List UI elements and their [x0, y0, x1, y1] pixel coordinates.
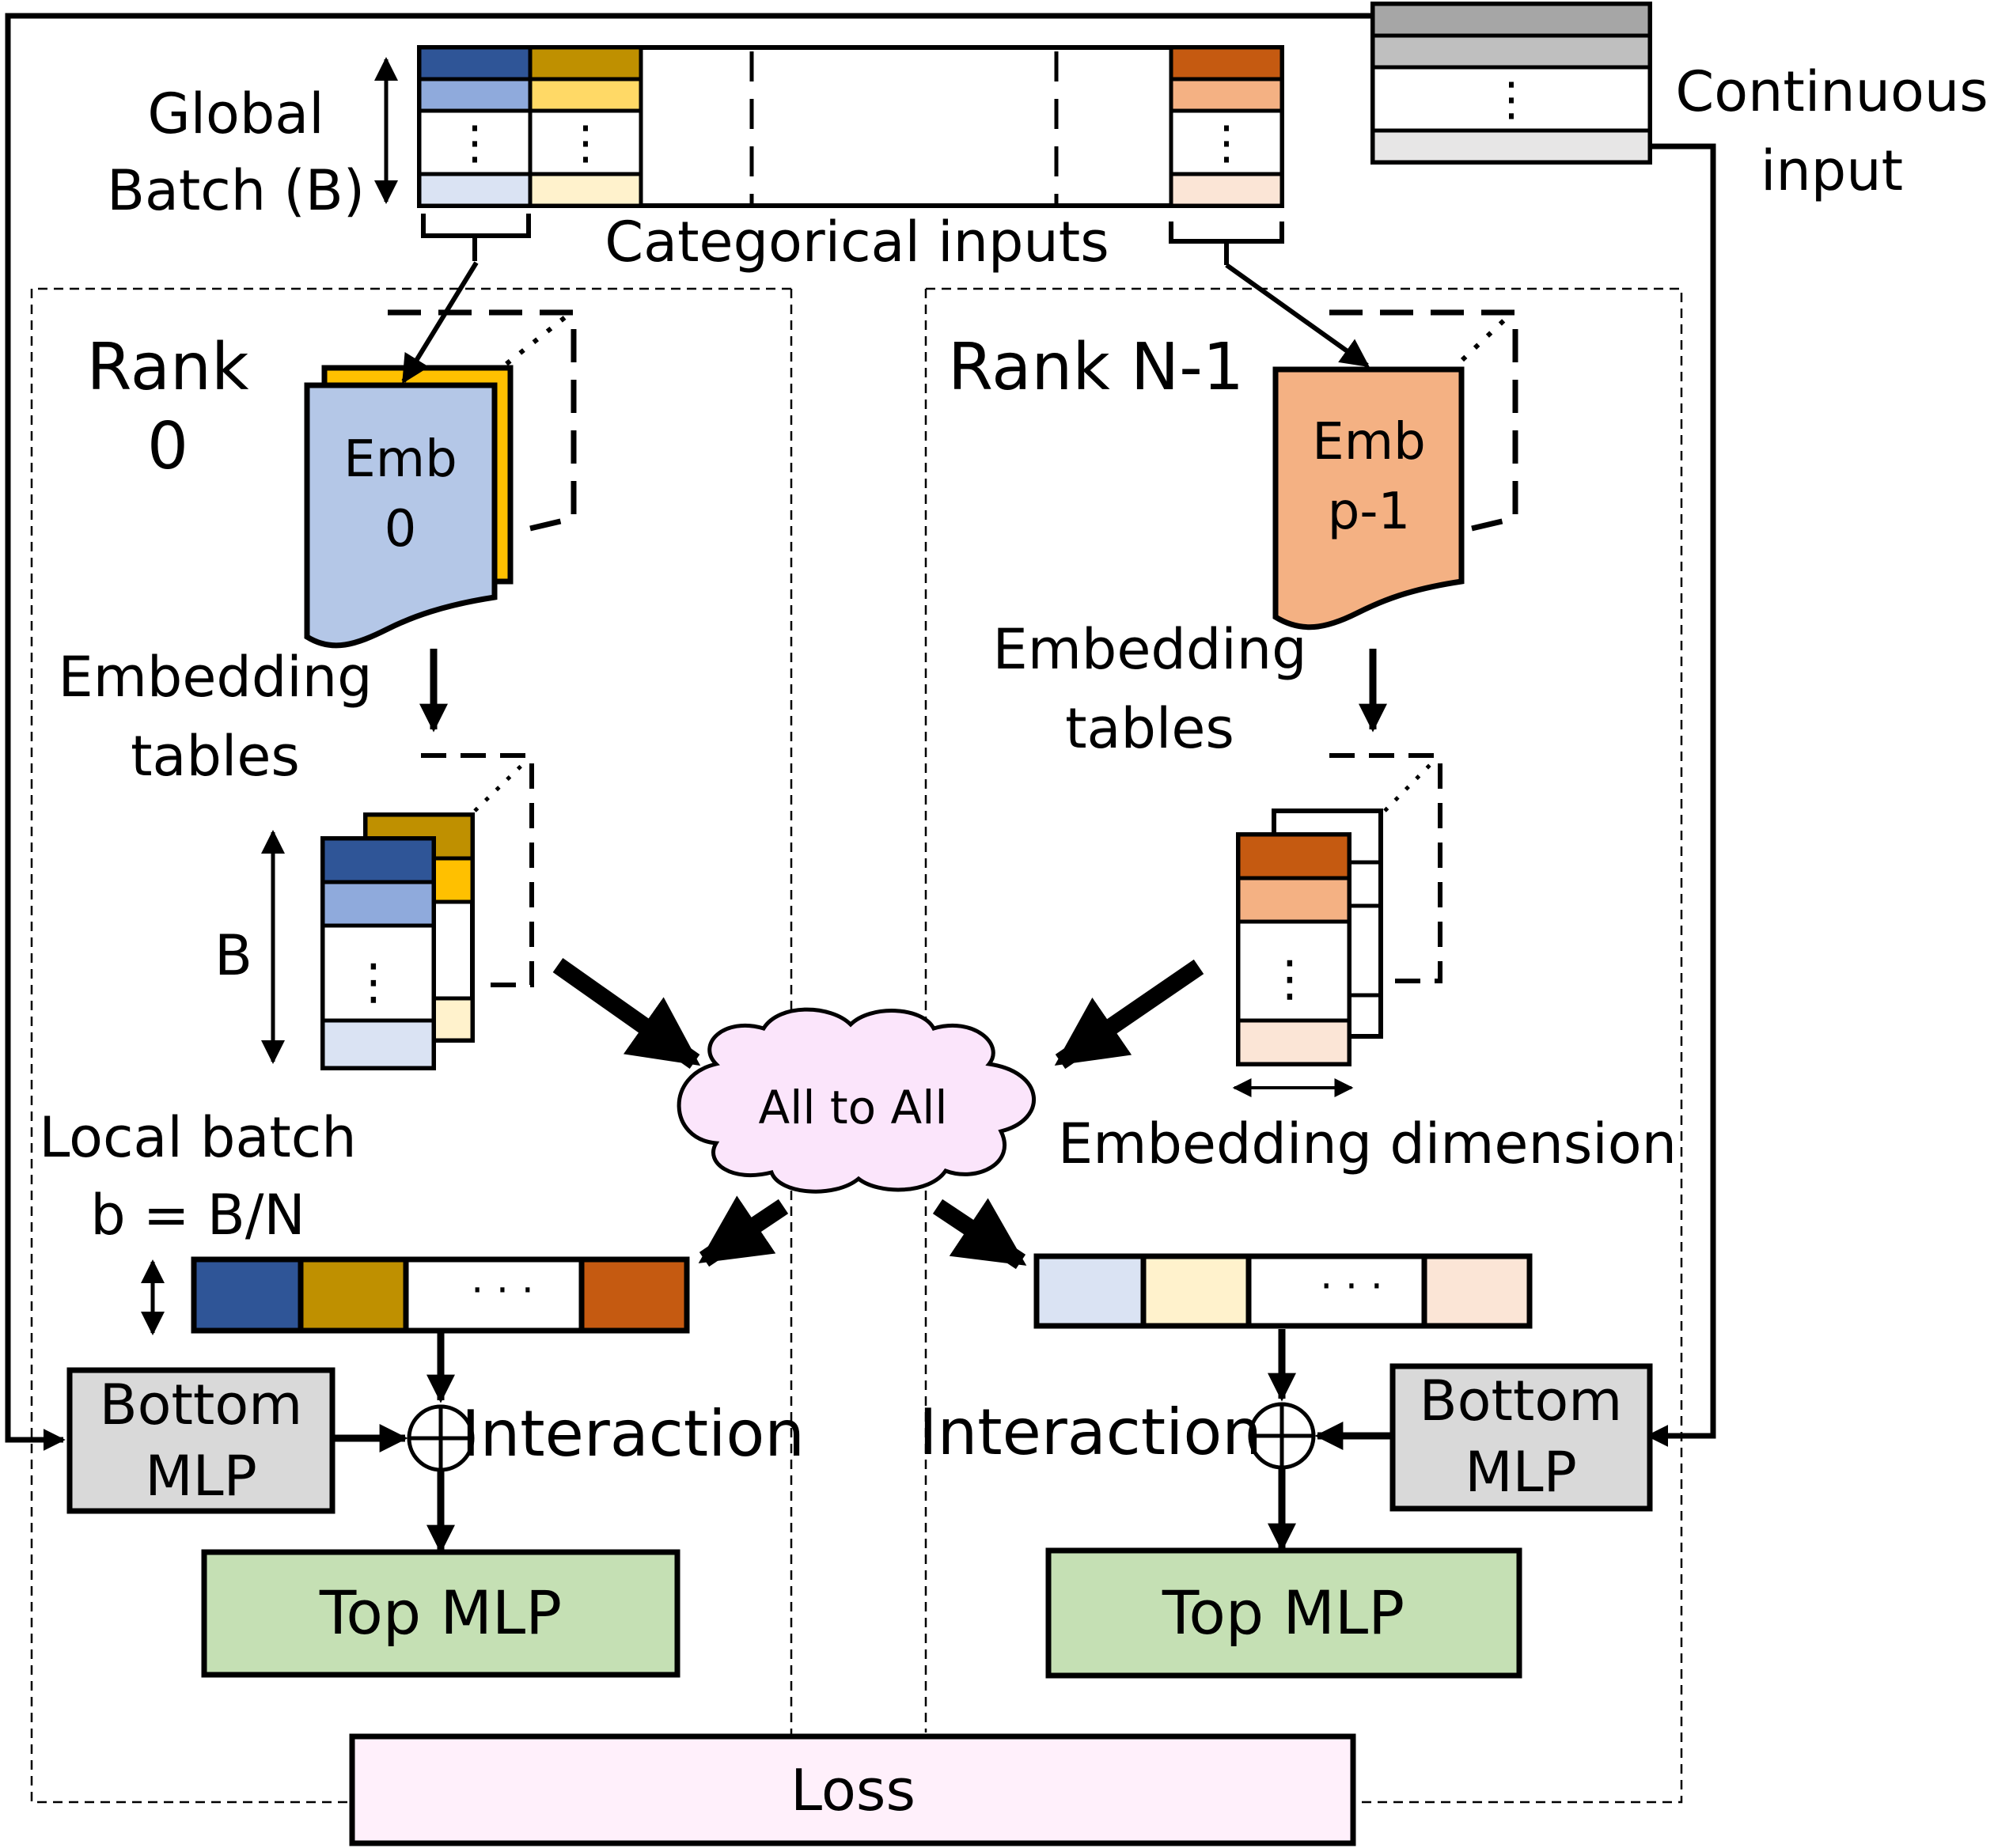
emb-tables-right-line1: Embedding: [992, 617, 1306, 682]
out-blue-row0: [320, 836, 436, 884]
all-to-all-cloud: [677, 1007, 1036, 1194]
local-vector-right: · · ·: [1033, 1253, 1533, 1329]
top-mlp-right: [1045, 1547, 1522, 1679]
local-vector-left: · · ·: [191, 1256, 690, 1334]
cont-ellipsis: ⋮: [1488, 72, 1534, 126]
bottom-mlp-left: [66, 1367, 336, 1514]
out-orange-row3: [1236, 1018, 1351, 1066]
continuous-input-table: ⋮: [1370, 2, 1652, 165]
emb-table-p: [1272, 366, 1465, 631]
vec-left-blue: [191, 1256, 304, 1334]
cat-colp-row1: [1169, 77, 1284, 113]
continuous-input-label-line1: Continuous: [1675, 59, 1988, 124]
loss-label: Loss: [790, 1757, 916, 1823]
vec-left-empty: [403, 1256, 585, 1334]
vec-right-empty: [1245, 1253, 1427, 1329]
cont-row1: [1370, 33, 1652, 70]
bottom-mlp-right: [1389, 1363, 1653, 1512]
cat-col1-ellipsis: ⋮: [563, 116, 608, 169]
rankN-label: Rank N-1: [948, 330, 1244, 405]
cat-colp-ellipsis: ⋮: [1204, 116, 1249, 169]
cat-col1-row1: [528, 77, 643, 113]
categorical-inputs-table: ⋮ ⋮ ⋮: [417, 45, 1284, 208]
vec-left-gold: [298, 1256, 409, 1334]
cat-col0-row0: [417, 45, 533, 81]
out-blue-ellipsis: ⋮: [349, 952, 398, 1010]
bottom-mlp-left-line2: MLP: [145, 1444, 257, 1509]
emb-table-0: [304, 382, 498, 649]
emb0-label-line2: 0: [385, 500, 417, 559]
emb-tables-right-line2: tables: [1065, 696, 1234, 761]
embp-label-line1: Emb: [1312, 413, 1425, 471]
emb-output-left: ⋮: [320, 753, 534, 1070]
rank0-label-line1: Rank: [87, 330, 249, 405]
interaction-label-left: Interaction: [461, 1397, 805, 1471]
out-orange-ellipsis: ⋮: [1265, 949, 1314, 1007]
cat-col1-row3: [528, 172, 643, 208]
vec-right-orange: [1421, 1253, 1533, 1329]
emb0-label-line1: Emb: [343, 430, 457, 489]
global-batch-label-line2: Batch (B): [107, 158, 365, 223]
top-mlp-left: [201, 1549, 680, 1678]
bottom-mlp-right-line1: Bottom: [1420, 1369, 1623, 1433]
rankN-region: [924, 287, 1683, 1804]
categorical-inputs-label: Categorical inputs: [605, 210, 1109, 275]
vec-right-gold: [1140, 1253, 1252, 1329]
arrow-cloud-to-right: [932, 1198, 1027, 1270]
brace-colp: [1169, 222, 1284, 265]
cat-col0-ellipsis: ⋮: [452, 116, 498, 169]
embedding-dimension-label: Embedding dimension: [1058, 1111, 1677, 1176]
rank0-label-line2: 0: [147, 409, 188, 484]
emb-stack-right: Emb p-1: [1272, 309, 1518, 631]
b-label: B: [214, 923, 252, 988]
top-mlp-left-label: Top MLP: [319, 1577, 562, 1648]
cat-col1-row2: [528, 108, 643, 176]
continuous-wire-left: [5, 13, 1373, 1451]
global-batch-label-line1: Global: [147, 81, 324, 146]
cont-row2: [1370, 65, 1652, 133]
interaction-label-right: Interaction: [919, 1395, 1262, 1469]
arrow-left-to-cloud: [552, 958, 701, 1069]
continuous-input-label-line2: input: [1761, 138, 1903, 203]
bottom-mlp-right-line2: MLP: [1465, 1440, 1577, 1505]
vec-left-orange: [578, 1256, 690, 1334]
cont-row0: [1370, 2, 1652, 38]
out-blue-row3: [320, 1018, 436, 1070]
all-to-all-label: All to All: [759, 1081, 948, 1134]
out-orange-row2: [1236, 919, 1351, 1023]
cat-colp-row0: [1169, 45, 1284, 81]
cat-colp-row2: [1169, 108, 1284, 176]
out-blue-row1: [320, 880, 436, 928]
loss-box: [349, 1733, 1356, 1846]
interaction-op-right: [1248, 1402, 1316, 1470]
out-orange-row0: [1236, 832, 1351, 880]
cont-row3: [1370, 128, 1652, 165]
vec-left-ellipsis: · · ·: [471, 1267, 533, 1313]
local-batch-line2: b = B/N: [90, 1183, 305, 1248]
out-blue-row2: [320, 923, 436, 1023]
local-batch-line1: Local batch: [39, 1105, 356, 1170]
vec-right-ellipsis: · · ·: [1320, 1263, 1382, 1309]
cat-col1-row0: [528, 45, 643, 81]
arrow-cloud-to-left: [698, 1195, 789, 1267]
embp-label-line2: p-1: [1328, 483, 1410, 541]
cat-col0-row1: [417, 77, 533, 113]
emb-output-right: ⋮: [1236, 753, 1442, 1066]
top-mlp-right-label: Top MLP: [1162, 1577, 1405, 1648]
arrow-cat-to-embp: [1225, 263, 1370, 368]
bottom-mlp-left-line1: Bottom: [100, 1373, 303, 1437]
emb-tables-left-line1: Embedding: [58, 645, 372, 710]
rank0-region: [30, 287, 793, 1804]
vec-right-blue: [1033, 1253, 1147, 1329]
emb-tables-left-line2: tables: [131, 724, 300, 789]
out-orange-row1: [1236, 876, 1351, 924]
brace-col0: [421, 214, 531, 261]
cat-colp-row3: [1169, 172, 1284, 208]
cat-col0-row3: [417, 172, 533, 208]
emb-stack-left: Emb 0: [304, 309, 577, 649]
continuous-wire-right: [1642, 143, 1716, 1447]
arrow-cat-to-emb0: [401, 261, 479, 384]
arrow-right-to-cloud: [1054, 959, 1204, 1070]
